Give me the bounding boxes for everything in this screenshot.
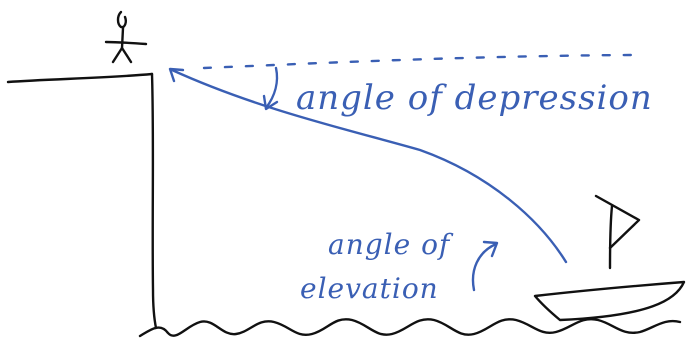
boat bbox=[533, 194, 686, 322]
person-head bbox=[116, 10, 127, 29]
angle-of-depression-label: angle of depression bbox=[296, 78, 653, 118]
horizontal-dashed-line bbox=[202, 53, 634, 70]
person-body bbox=[120, 26, 125, 50]
angle-of-elevation-label-line2: elevation bbox=[300, 272, 439, 305]
depression-angle-arrow bbox=[262, 66, 279, 111]
cliff-face bbox=[150, 72, 158, 330]
person-legs bbox=[111, 46, 133, 64]
cliff bbox=[6, 72, 158, 330]
angle-of-elevation-label-line1: angle of bbox=[328, 228, 454, 261]
person-arms bbox=[104, 40, 148, 46]
line-of-sight-arrowhead bbox=[168, 67, 185, 83]
line-of-sight-curve bbox=[170, 68, 568, 264]
cliff-top bbox=[6, 72, 154, 84]
boat-mast bbox=[608, 204, 614, 270]
boat-sail bbox=[594, 194, 641, 250]
person-figure bbox=[104, 10, 148, 64]
water-waves bbox=[138, 318, 682, 338]
elevation-angle-arrow bbox=[471, 240, 499, 292]
boat-hull bbox=[533, 280, 686, 322]
line-of-sight bbox=[168, 67, 568, 264]
